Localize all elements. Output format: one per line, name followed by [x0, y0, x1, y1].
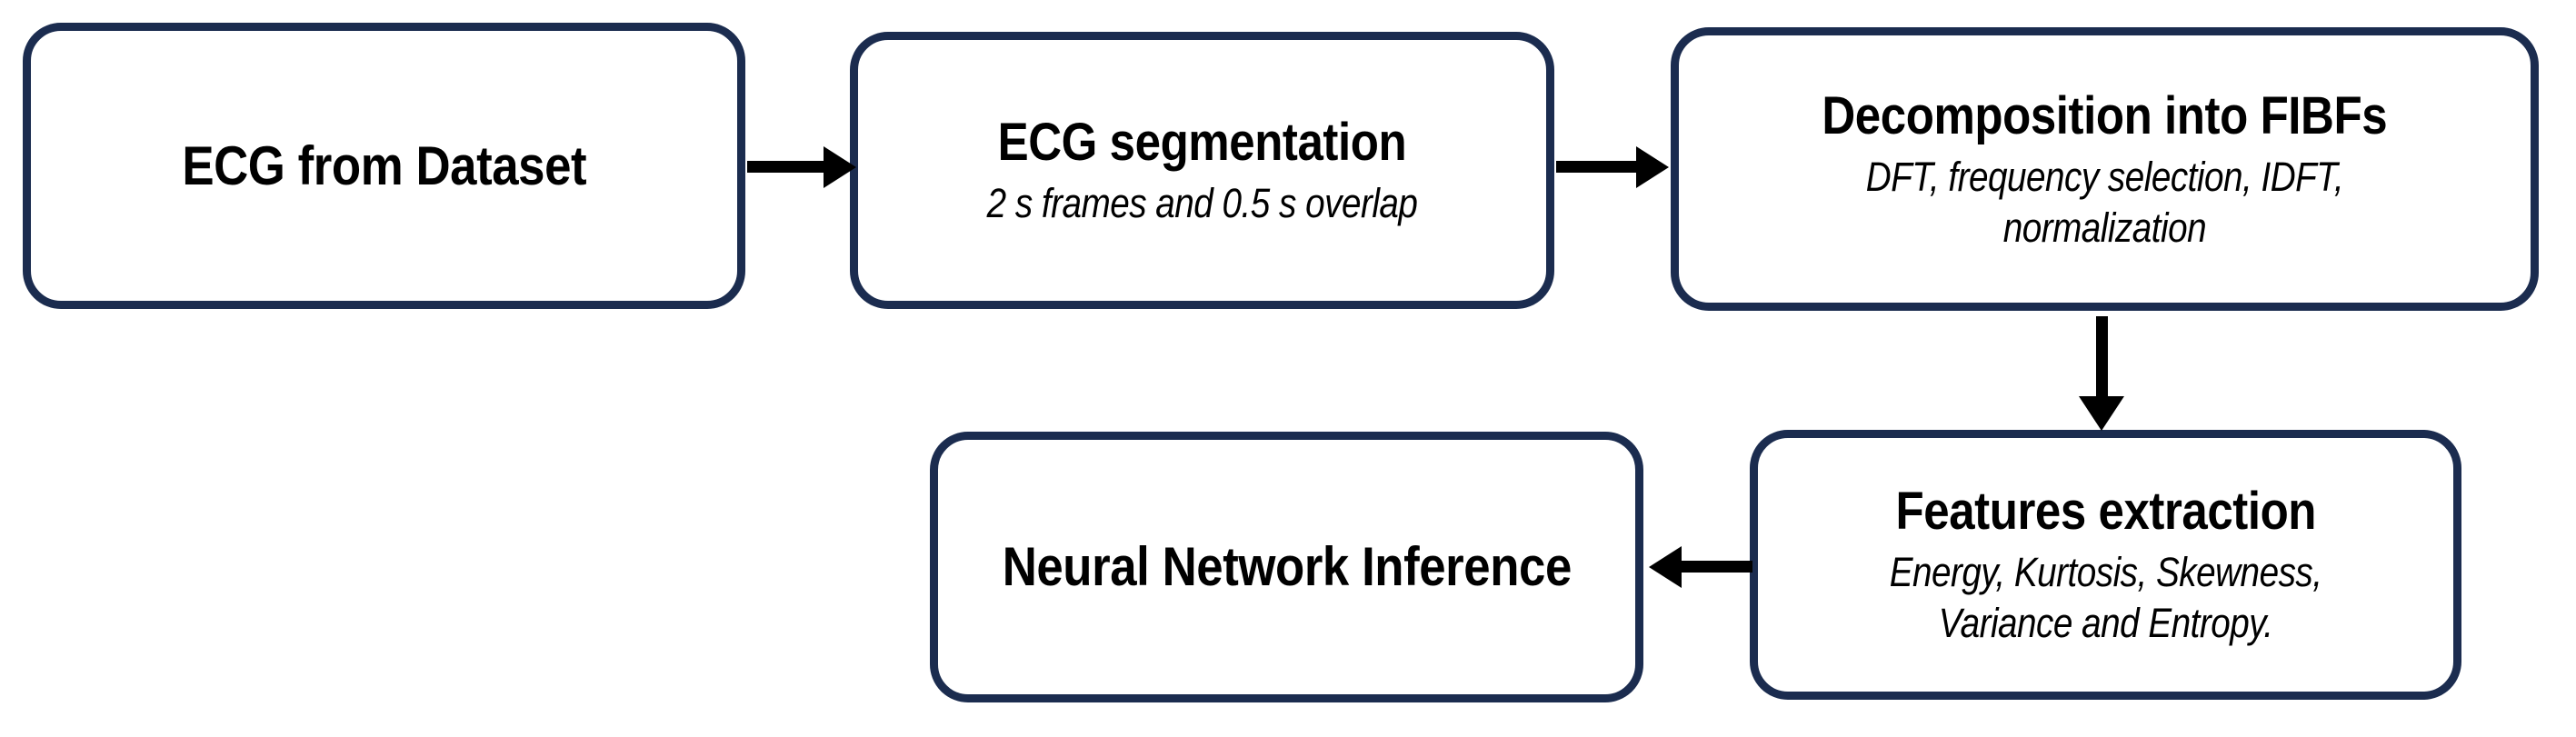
node-decomposition-subtitle: DFT, frequency selection, IDFT, normaliz…: [1865, 152, 2344, 254]
connector-line: [1682, 561, 1752, 573]
subtitle-line: Variance and Entropy.: [1938, 600, 2273, 647]
node-ecg-segmentation[interactable]: ECG segmentation 2 s frames and 0.5 s ov…: [850, 32, 1554, 309]
connector-line: [2096, 316, 2108, 400]
node-ecg-source[interactable]: ECG from Dataset: [23, 23, 745, 309]
node-ecg-segmentation-subtitle: 2 s frames and 0.5 s overlap: [987, 178, 1418, 229]
subtitle-line: Energy, Kurtosis, Skewness,: [1889, 549, 2322, 596]
connector-line: [1556, 161, 1638, 173]
arrow-left-icon: [1649, 546, 1682, 588]
node-neural-network-inference[interactable]: Neural Network Inference: [930, 432, 1643, 702]
arrow-down-icon: [2079, 396, 2124, 431]
subtitle-line: DFT, frequency selection, IDFT,: [1865, 153, 2344, 200]
node-ecg-segmentation-title: ECG segmentation: [997, 112, 1407, 172]
node-features-extraction[interactable]: Features extraction Energy, Kurtosis, Sk…: [1750, 430, 2461, 700]
node-decomposition[interactable]: Decomposition into FIBFs DFT, frequency …: [1671, 27, 2539, 311]
subtitle-line: 2 s frames and 0.5 s overlap: [986, 180, 1418, 227]
arrow-right-icon: [824, 146, 856, 188]
node-neural-network-inference-title: Neural Network Inference: [1002, 535, 1572, 597]
node-features-extraction-title: Features extraction: [1895, 482, 2316, 542]
node-features-extraction-subtitle: Energy, Kurtosis, Skewness, Variance and…: [1890, 547, 2322, 649]
arrow-right-icon: [1636, 146, 1669, 188]
subtitle-line: normalization: [2002, 204, 2207, 251]
node-decomposition-title: Decomposition into FIBFs: [1822, 85, 2388, 145]
node-ecg-source-title: ECG from Dataset: [182, 134, 586, 196]
connector-line: [747, 161, 827, 173]
